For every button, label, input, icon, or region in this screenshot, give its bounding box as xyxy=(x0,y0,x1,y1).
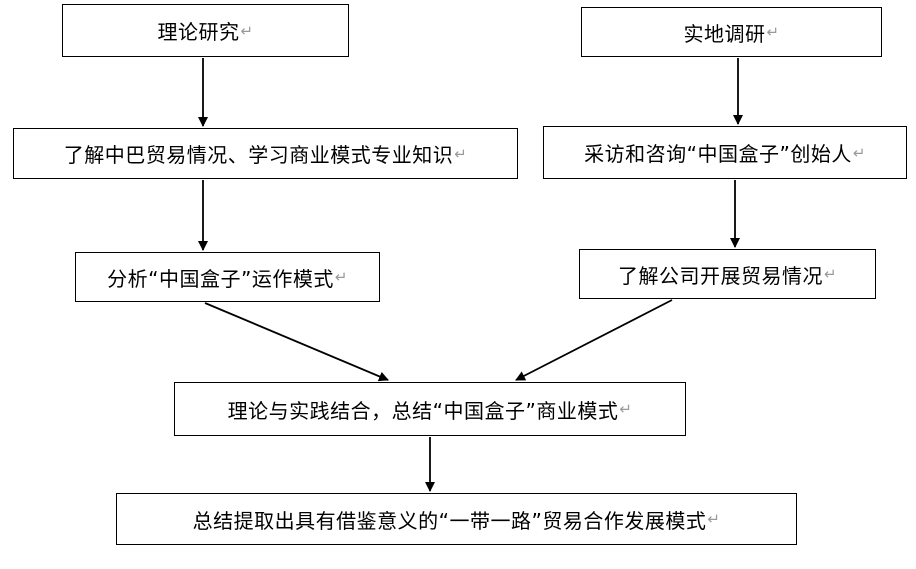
node-combine-summary: 理论与实践结合，总结“中国盒子”商业模式↵ xyxy=(174,382,686,436)
node-company-trade: 了解公司开展贸易情况↵ xyxy=(579,249,876,299)
node-field-research: 实地调研↵ xyxy=(581,7,882,57)
node-final-summary-label: 总结提取出具有借鉴意义的“一带一路”贸易合作发展模式 xyxy=(192,508,707,533)
arrow-analyze-to-combine xyxy=(204,302,389,382)
return-mark: ↵ xyxy=(454,144,468,163)
node-understand-trade-label: 了解中巴贸易情况、学习商业模式专业知识 xyxy=(63,143,454,167)
return-mark: ↵ xyxy=(823,265,838,283)
node-final-summary: 总结提取出具有借鉴意义的“一带一路”贸易合作发展模式↵ xyxy=(116,493,797,545)
arrow-company-to-combine xyxy=(515,299,673,381)
node-field-research-label: 实地调研 xyxy=(683,21,766,46)
return-mark: ↵ xyxy=(334,268,348,286)
return-mark: ↵ xyxy=(766,23,780,41)
node-analyze-model: 分析“中国盒子”运作模式↵ xyxy=(75,252,380,302)
node-analyze-model-label: 分析“中国盒子”运作模式 xyxy=(107,266,334,291)
node-theory-research: 理论研究↵ xyxy=(62,4,349,57)
node-interview-founder-label: 采访和咨询“中国盒子”创始人 xyxy=(584,142,852,166)
return-mark: ↵ xyxy=(852,143,866,162)
node-interview-founder: 采访和咨询“中国盒子”创始人↵ xyxy=(543,126,907,179)
node-theory-research-label: 理论研究 xyxy=(157,20,240,44)
return-mark: ↵ xyxy=(619,400,633,418)
node-understand-trade: 了解中巴贸易情况、学习商业模式专业知识↵ xyxy=(13,128,518,179)
node-combine-summary-label: 理论与实践结合，总结“中国盒子”商业模式 xyxy=(227,398,619,423)
node-company-trade-label: 了解公司开展贸易情况 xyxy=(617,263,823,288)
return-mark: ↵ xyxy=(240,21,254,40)
return-mark: ↵ xyxy=(707,510,721,528)
